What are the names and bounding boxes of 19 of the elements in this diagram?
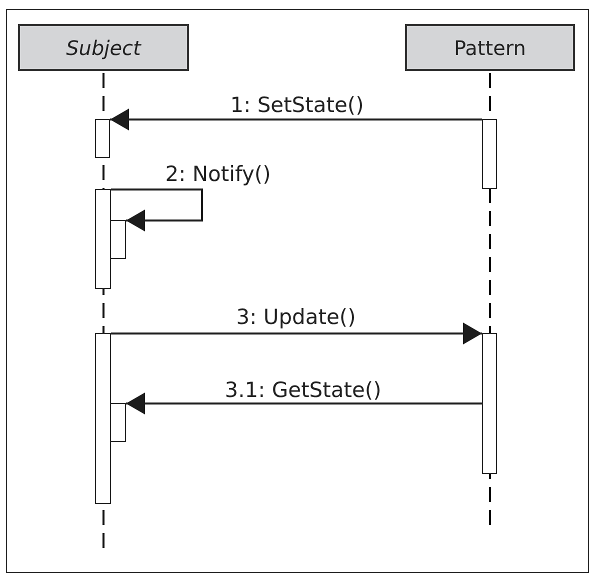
activation-bar <box>95 119 110 158</box>
message-arrow <box>111 188 203 232</box>
message-label: 3: Update() <box>236 305 356 330</box>
activation-bar <box>110 220 126 259</box>
object-name: Subject <box>66 36 141 60</box>
activation-bar <box>482 119 497 189</box>
activation-bar <box>95 333 111 504</box>
message-arrow <box>126 392 482 414</box>
message-arrow <box>110 108 482 130</box>
message-label: 2: Notify() <box>165 162 271 187</box>
activation-bar <box>95 189 111 289</box>
activation-bar <box>482 333 497 474</box>
object-name: Pattern <box>454 36 526 60</box>
message-arrow <box>111 322 482 344</box>
activation-bar <box>110 403 126 442</box>
object-header <box>18 24 189 71</box>
object-header <box>405 24 575 71</box>
message-label: 1: SetState() <box>230 93 364 118</box>
message-label: 3.1: GetState() <box>224 378 382 403</box>
